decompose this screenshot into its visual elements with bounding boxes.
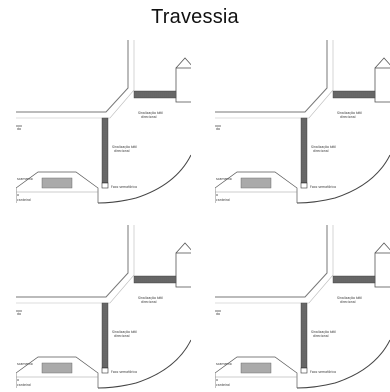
- label-tactile-top-line2: direcional: [141, 115, 157, 119]
- label-tactile-top-line1: Sinalização tátil: [138, 296, 163, 300]
- label-left-top: da: [17, 312, 21, 316]
- label-tactile-top-line1: Sinalização tátil: [138, 111, 163, 115]
- label-left-bottom-line2: canteiral: [216, 383, 230, 387]
- label-tactile-mid-line2: direcional: [313, 149, 329, 153]
- label-left-bottom-line2: canteiral: [216, 198, 230, 202]
- label-left-bottom-line2: canteiral: [17, 198, 31, 202]
- crossing-plan-drawing: [215, 225, 390, 389]
- label-signal-focus: Foco semafórico: [310, 370, 336, 374]
- label-left-top: da: [17, 127, 21, 131]
- crossing-plan-drawing: [16, 225, 191, 389]
- label-left-mid: scamento: [216, 177, 232, 181]
- label-tactile-mid-line2: direcional: [313, 334, 329, 338]
- label-left-mid: scamento: [216, 362, 232, 366]
- label-left-bottom-line1: a: [17, 193, 19, 197]
- label-tactile-mid-line2: direcional: [114, 149, 130, 153]
- label-left-bottom-line1: a: [17, 378, 19, 382]
- label-left-top: da: [216, 127, 220, 131]
- label-signal-focus: Foco semafórico: [111, 370, 137, 374]
- label-left-mid: scamento: [17, 362, 33, 366]
- diagram-title: Travessia: [151, 6, 239, 28]
- label-tactile-mid-line1: Sinalização tátil: [112, 145, 137, 149]
- label-left-bottom-line2: canteiral: [17, 383, 31, 387]
- label-tactile-top-line2: direcional: [340, 115, 356, 119]
- label-left-bottom-line1: a: [216, 193, 218, 197]
- crossing-plan-panel-1: Sinalização tátil direcional Sinalização…: [16, 40, 191, 205]
- label-tactile-top-line1: Sinalização tátil: [337, 111, 362, 115]
- label-signal-focus: Foco semafórico: [111, 185, 137, 189]
- label-left-bottom-line1: a: [216, 378, 218, 382]
- label-tactile-mid-line1: Sinalização tátil: [112, 330, 137, 334]
- crossing-plan-drawing: [215, 40, 390, 204]
- label-tactile-mid-line1: Sinalização tátil: [311, 330, 336, 334]
- label-tactile-top-line1: Sinalização tátil: [337, 296, 362, 300]
- label-left-mid: scamento: [17, 177, 33, 181]
- label-tactile-top-line2: direcional: [340, 300, 356, 304]
- crossing-plan-panel-4: Sinalização tátil direcional Sinalização…: [215, 225, 390, 390]
- crossing-plan-drawing: [16, 40, 191, 204]
- label-tactile-mid-line1: Sinalização tátil: [311, 145, 336, 149]
- label-tactile-top-line2: direcional: [141, 300, 157, 304]
- label-tactile-mid-line2: direcional: [114, 334, 130, 338]
- label-left-top: da: [216, 312, 220, 316]
- crossing-plan-panel-2: Sinalização tátil direcional Sinalização…: [215, 40, 390, 205]
- label-signal-focus: Foco semafórico: [310, 185, 336, 189]
- crossing-plan-panel-3: Sinalização tátil direcional Sinalização…: [16, 225, 191, 390]
